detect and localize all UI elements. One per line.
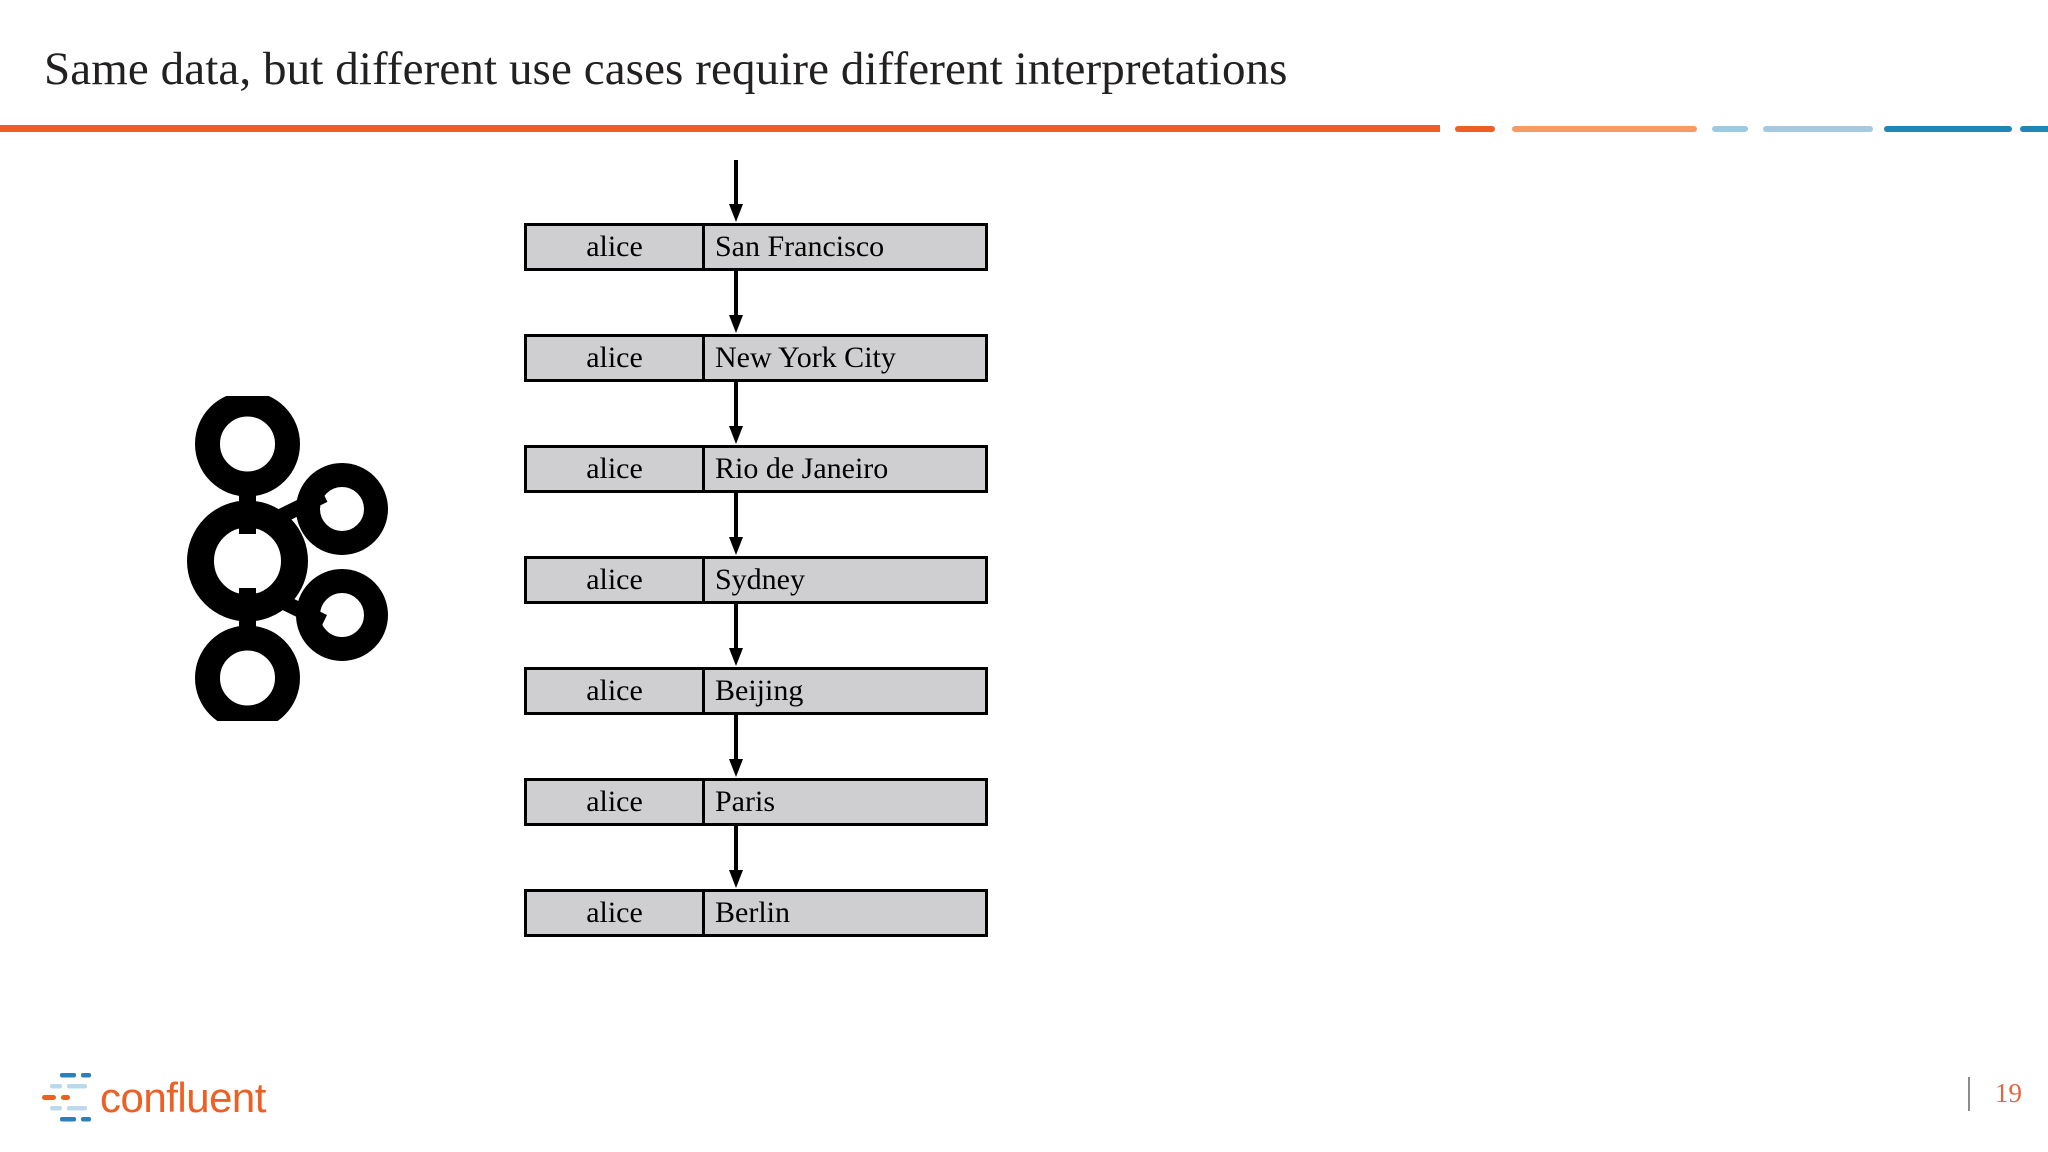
record-value: Rio de Janeiro: [715, 452, 889, 485]
table-row[interactable]: alice New York City: [524, 334, 988, 382]
divider-segment-4: [1763, 126, 1873, 132]
confluent-logo: confluent: [42, 1068, 312, 1132]
divider-segment-5: [1884, 126, 2012, 132]
divider-segment-6: [2020, 126, 2048, 132]
stream-arrow-2: [524, 382, 990, 445]
table-row[interactable]: alice Sydney: [524, 556, 988, 604]
record-value: New York City: [715, 341, 896, 374]
page-number: 19: [1995, 1078, 2022, 1108]
stream-arrow-5: [524, 715, 990, 778]
stream-arrow-0: [524, 160, 990, 223]
divider-segment-2: [1512, 126, 1697, 132]
record-stream: alice San Francisco alice New York City …: [524, 160, 990, 937]
record-key: alice: [527, 226, 705, 268]
page-number-separator: [1968, 1077, 1970, 1111]
record-key: alice: [527, 670, 705, 712]
divider-segment-3: [1712, 126, 1748, 132]
stream-arrow-4: [524, 604, 990, 667]
apache-kafka-logo-icon: apache kafka: [186, 396, 416, 721]
stream-arrow-1: [524, 271, 990, 334]
record-key: alice: [527, 781, 705, 823]
confluent-wordmark: confluent: [100, 1074, 267, 1121]
record-key: alice: [527, 448, 705, 490]
table-row[interactable]: alice Beijing: [524, 667, 988, 715]
table-row[interactable]: alice San Francisco: [524, 223, 988, 271]
table-row[interactable]: alice Paris: [524, 778, 988, 826]
stream-arrow-3: [524, 493, 990, 556]
divider-segment-1: [1455, 126, 1495, 132]
stream-arrow-6: [524, 826, 990, 889]
table-row[interactable]: alice Berlin: [524, 889, 988, 937]
record-value: San Francisco: [715, 230, 885, 263]
record-key: alice: [527, 892, 705, 934]
page-title: Same data, but different use cases requi…: [44, 43, 1288, 95]
record-value: Beijing: [715, 674, 804, 707]
title-divider-rule: [0, 125, 1440, 132]
record-key: alice: [527, 559, 705, 601]
table-row[interactable]: alice Rio de Janeiro: [524, 445, 988, 493]
record-value: Paris: [715, 785, 775, 818]
record-value: Sydney: [715, 563, 805, 596]
record-value: Berlin: [715, 896, 790, 929]
record-key: alice: [527, 337, 705, 379]
